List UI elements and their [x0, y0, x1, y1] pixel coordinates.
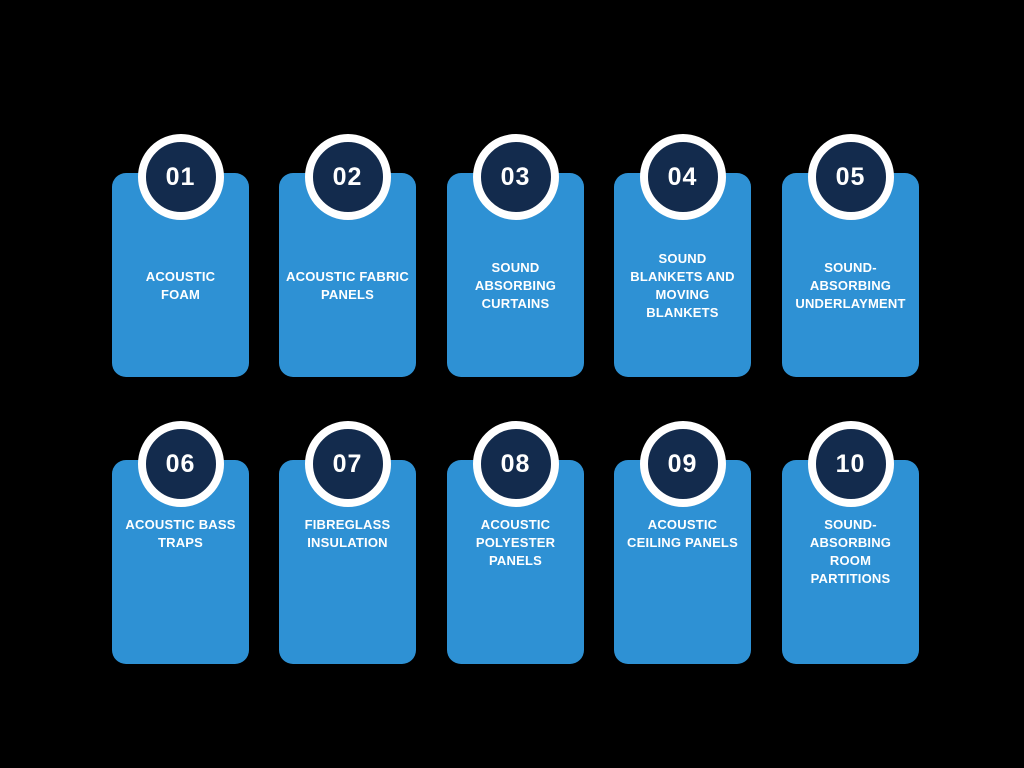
card-03-sound-absorbing-curtains: 03 SOUND ABSORBING CURTAINS: [447, 134, 584, 377]
card-label: ACOUSTIC FOAM: [145, 269, 216, 302]
step-number-badge: 08: [472, 421, 559, 507]
card-05-sound-absorbing-underlayment: 05 SOUND- ABSORBING UNDERLAYMENT: [782, 134, 919, 377]
step-number: 10: [835, 449, 866, 478]
card-label: FIBREGLASS INSULATION: [304, 517, 391, 550]
card-08-acoustic-polyester-panels: 08 ACOUSTIC POLYESTER PANELS: [447, 421, 584, 664]
card-label: SOUND- ABSORBING ROOM PARTITIONS: [809, 517, 892, 586]
card-04-sound-blankets-moving-blankets: 04 SOUND BLANKETS AND MOVING BLANKETS: [614, 134, 751, 377]
card-label: ACOUSTIC CEILING PANELS: [627, 517, 738, 550]
step-number-badge: 02: [304, 134, 391, 220]
step-number-badge: 10: [807, 421, 894, 507]
step-number-badge: 01: [137, 134, 224, 220]
card-label: ACOUSTIC FABRIC PANELS: [286, 269, 409, 302]
step-number-badge: 03: [472, 134, 559, 220]
card-label: SOUND ABSORBING CURTAINS: [474, 260, 557, 311]
step-number-badge: 05: [807, 134, 894, 220]
step-number: 06: [165, 449, 196, 478]
card-09-acoustic-ceiling-panels: 09 ACOUSTIC CEILING PANELS: [614, 421, 751, 664]
step-number: 04: [667, 162, 698, 191]
step-number: 07: [332, 449, 363, 478]
card-02-acoustic-fabric-panels: 02 ACOUSTIC FABRIC PANELS: [279, 134, 416, 377]
step-number: 09: [667, 449, 698, 478]
step-number-badge: 07: [304, 421, 391, 507]
step-number: 08: [500, 449, 531, 478]
card-label: ACOUSTIC BASS TRAPS: [125, 517, 236, 550]
card-label: SOUND BLANKETS AND MOVING BLANKETS: [630, 251, 735, 320]
step-number: 03: [500, 162, 531, 191]
step-number-badge: 09: [639, 421, 726, 507]
card-10-sound-absorbing-room-partitions: 10 SOUND- ABSORBING ROOM PARTITIONS: [782, 421, 919, 664]
card-01-acoustic-foam: 01 ACOUSTIC FOAM: [112, 134, 249, 377]
card-06-acoustic-bass-traps: 06 ACOUSTIC BASS TRAPS: [112, 421, 249, 664]
card-label: ACOUSTIC POLYESTER PANELS: [475, 517, 556, 568]
card-label: SOUND- ABSORBING UNDERLAYMENT: [795, 260, 906, 311]
card-07-fibreglass-insulation: 07 FIBREGLASS INSULATION: [279, 421, 416, 664]
step-number-badge: 04: [639, 134, 726, 220]
step-number-badge: 06: [137, 421, 224, 507]
step-number: 01: [165, 162, 196, 191]
step-number: 05: [835, 162, 866, 191]
step-number: 02: [332, 162, 363, 191]
